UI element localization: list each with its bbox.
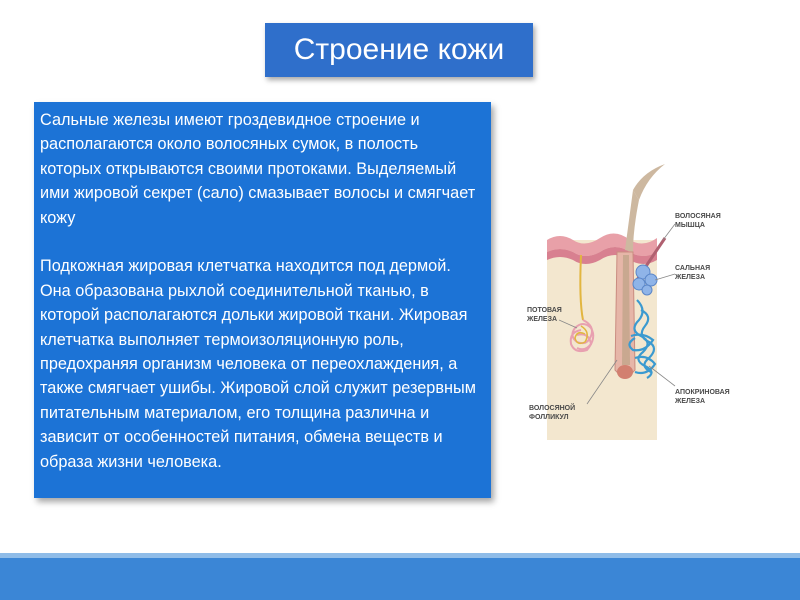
paragraph-sebaceous-glands: Сальные железы имеют гроздевидное строен… <box>40 111 476 227</box>
hair-root <box>622 255 630 365</box>
label-apocrine-2: ЖЕЛЕЗА <box>674 398 705 405</box>
sweat-gland-coil <box>569 319 595 353</box>
apocrine-gland <box>628 299 657 379</box>
label-follicle-2: ФОЛЛИКУЛ <box>529 414 569 421</box>
label-arrector-muscle-2: МЫШЦА <box>675 222 705 229</box>
sebaceous-gland <box>632 264 658 296</box>
text-panel <box>34 102 491 498</box>
sweat-gland-duct <box>579 254 584 321</box>
skin-diagram-svg: ВОЛОСЯНАЯ МЫШЦА САЛЬНАЯ ЖЕЛЕЗА ПОТОВАЯ Ж… <box>526 164 730 440</box>
skin-structure-diagram: ВОЛОСЯНАЯ МЫШЦА САЛЬНАЯ ЖЕЛЕЗА ПОТОВАЯ Ж… <box>525 160 735 440</box>
paragraph-subcutaneous-fat: Подкожная жировая клетчатка находится по… <box>40 257 476 471</box>
label-sweat-1: ПОТОВАЯ <box>527 307 562 314</box>
label-arrector-muscle-1: ВОЛОСЯНАЯ <box>675 213 721 220</box>
basal-layer <box>547 247 657 264</box>
leader-lines <box>558 223 676 405</box>
text-content: Сальные железы имеют гроздевидное строен… <box>40 108 480 474</box>
label-sebaceous-1: САЛЬНАЯ <box>675 265 710 272</box>
label-sweat-2: ЖЕЛЕЗА <box>526 316 557 323</box>
slide-title-box: Строение кожи <box>265 23 533 77</box>
hair-shaft <box>625 190 639 252</box>
sweat-gland-coil-inner <box>574 325 588 345</box>
slide-title: Строение кожи <box>293 33 505 66</box>
label-apocrine-1: АПОКРИНОВАЯ <box>675 389 730 396</box>
hair-tip <box>633 164 665 200</box>
label-follicle-1: ВОЛОСЯНОЙ <box>529 403 575 412</box>
footer-bar <box>0 553 800 600</box>
label-sebaceous-2: ЖЕЛЕЗА <box>674 274 705 281</box>
hair-bulb <box>617 365 633 379</box>
